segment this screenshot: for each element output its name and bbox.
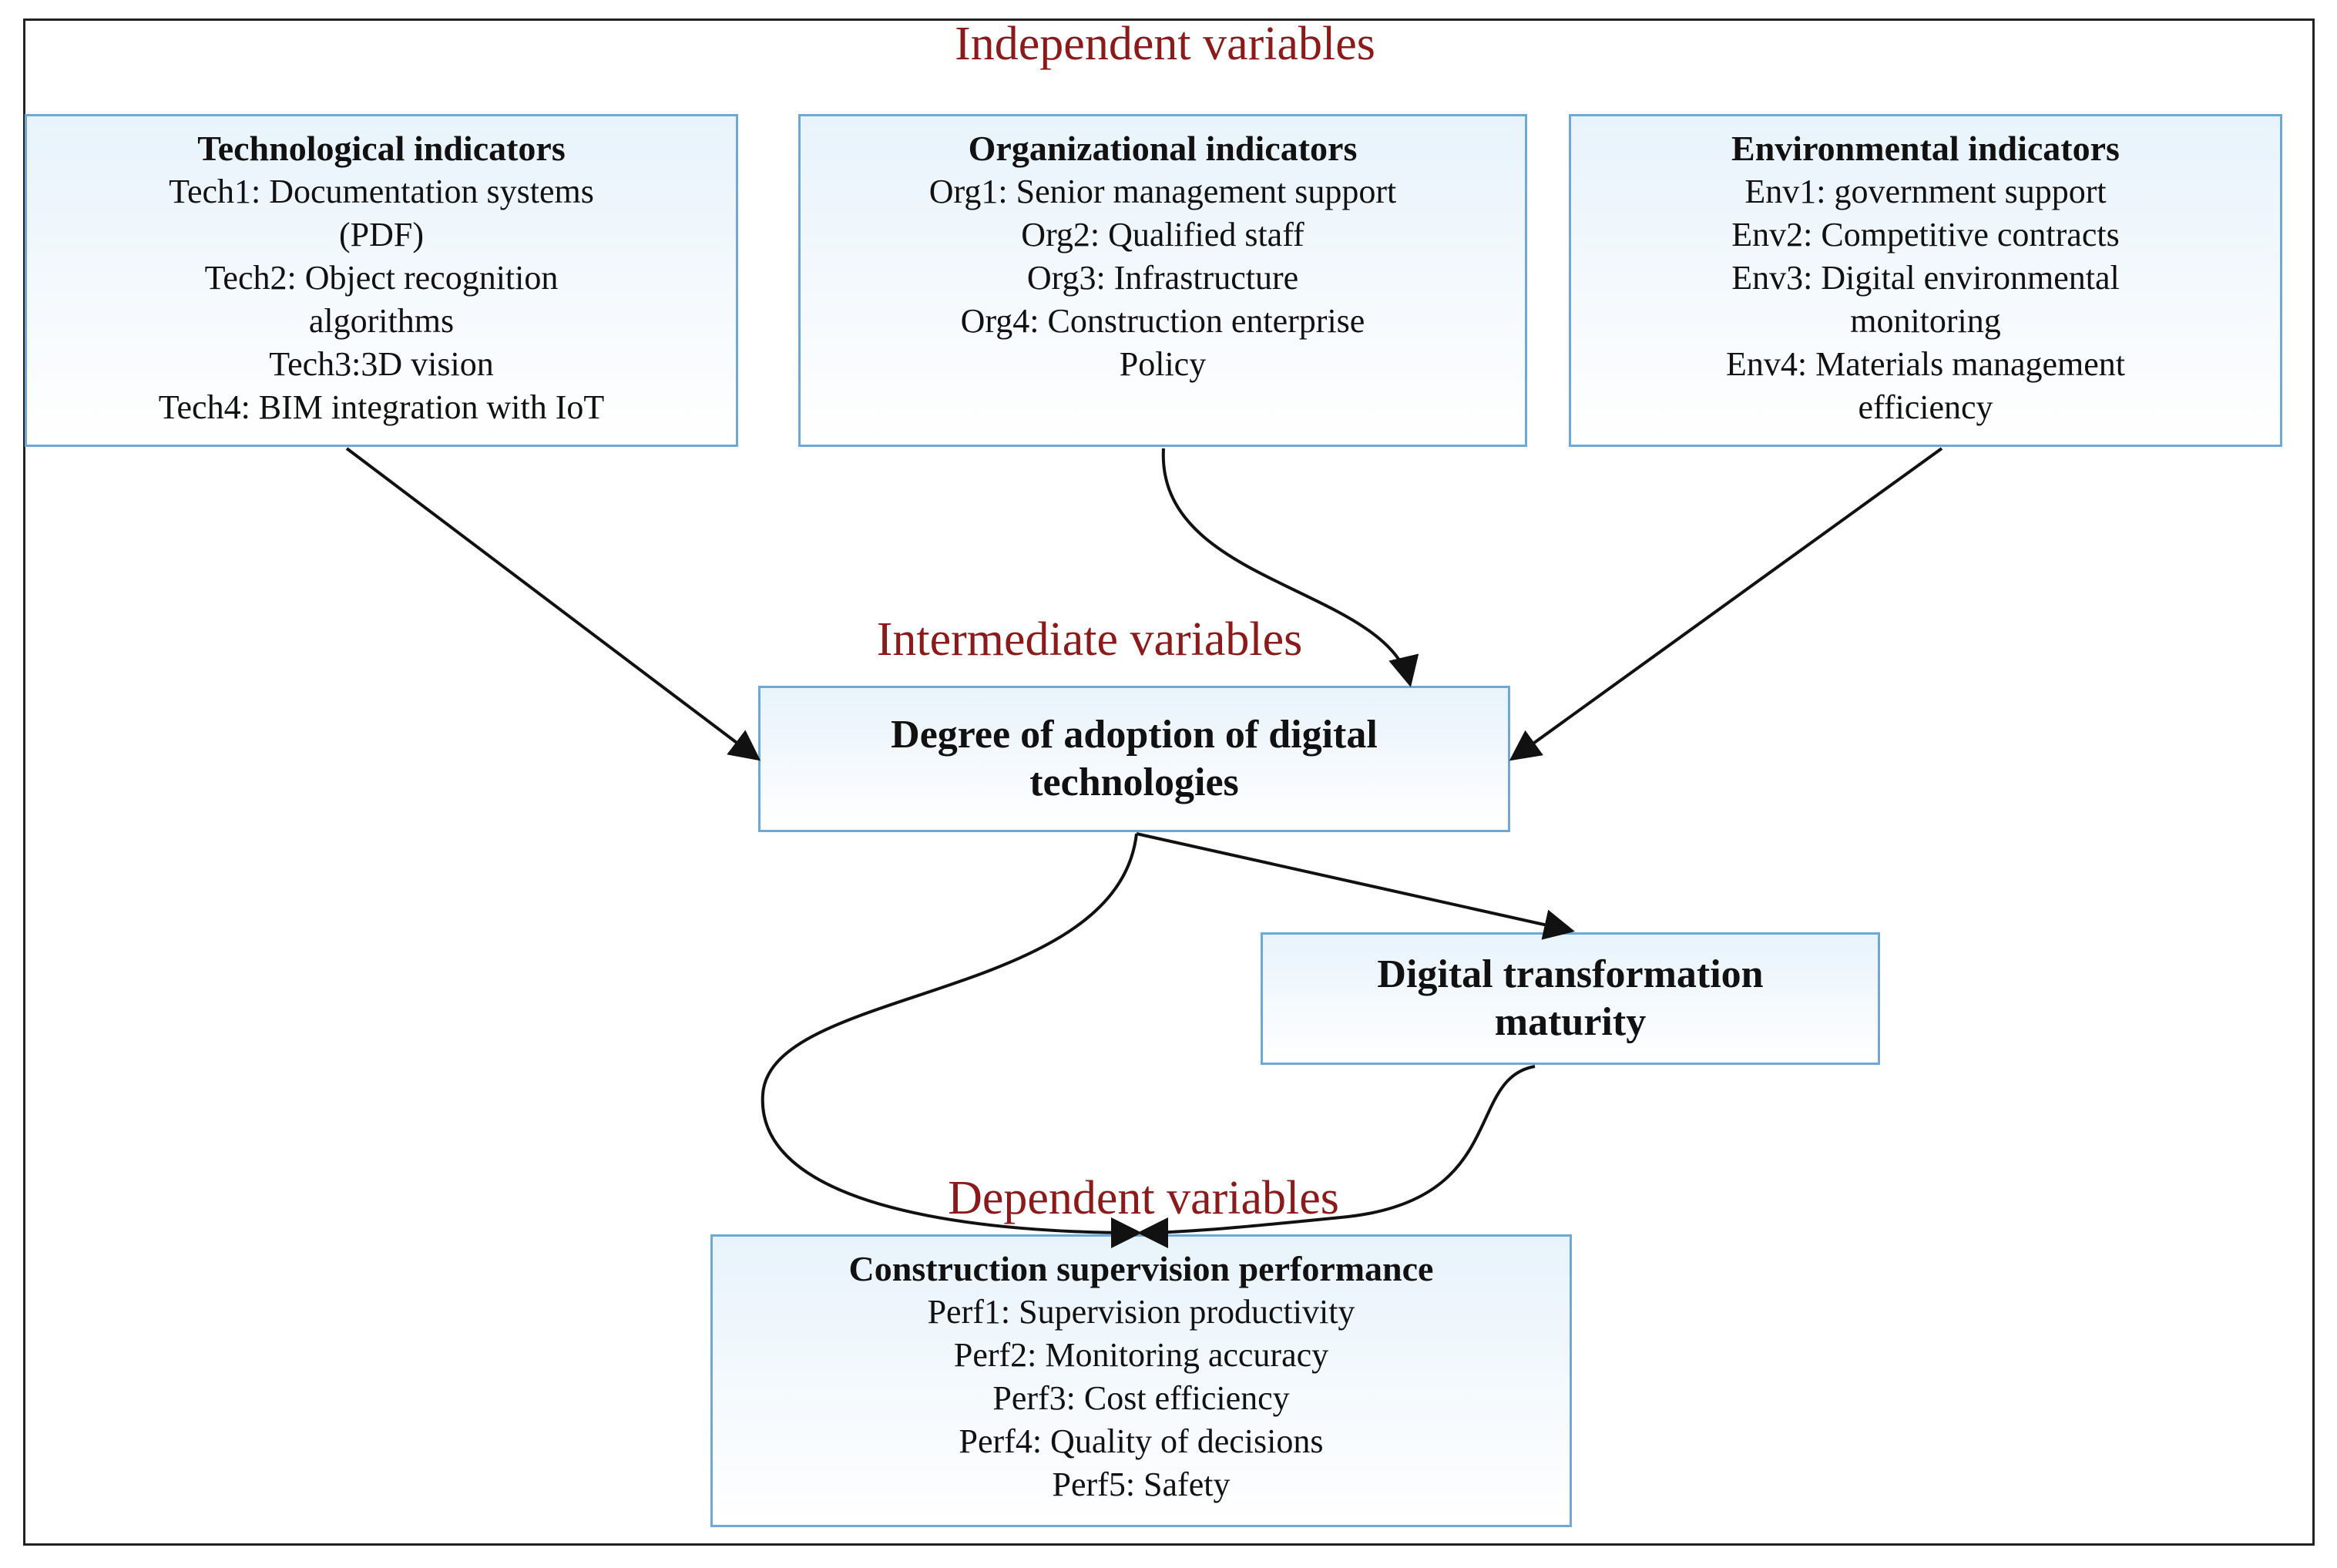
technological-indicators-title: Technological indicators	[197, 129, 566, 168]
arrow-tech-to-adoption	[345, 447, 761, 761]
arrow-adoption-to-maturity	[1136, 832, 1575, 940]
env3-line-cont: monitoring	[1850, 302, 2001, 340]
org4-line-cont: Policy	[1119, 345, 1207, 383]
organizational-indicators-box: Organizational indicators Org1: Senior m…	[798, 114, 1527, 447]
env4-line: Env4: Materials management	[1725, 345, 2126, 383]
env4-line-cont: efficiency	[1858, 388, 1993, 426]
arrow-adoption-to-performance	[761, 833, 1142, 1248]
tech1-line-cont: (PDF)	[338, 216, 425, 253]
env2-line: Env2: Competitive contracts	[1731, 216, 2120, 253]
diagram-frame	[23, 18, 2315, 1546]
tech1-line: Tech1: Documentation systems	[169, 173, 594, 210]
environmental-indicators-title: Environmental indicators	[1731, 129, 2120, 168]
tech3-line: Tech3:3D vision	[269, 345, 494, 383]
tech2-line-cont: algorithms	[308, 302, 455, 340]
org4-line: Org4: Construction enterprise	[960, 302, 1365, 340]
tech4-line: Tech4: BIM integration with IoT	[158, 388, 605, 426]
transformation-maturity-title: Digital transformation maturity	[1377, 952, 1764, 1044]
perf2-line: Perf2: Monitoring accuracy	[953, 1336, 1329, 1374]
supervision-performance-box: Construction supervision performance Per…	[710, 1234, 1572, 1527]
perf4-line: Perf4: Quality of decisions	[959, 1422, 1324, 1460]
organizational-indicators-title: Organizational indicators	[968, 129, 1358, 168]
org1-line: Org1: Senior management support	[928, 173, 1397, 210]
adoption-degree-box: Degree of adoption of digital technologi…	[758, 686, 1510, 832]
env3-line: Env3: Digital environmental	[1731, 259, 2120, 297]
technological-indicators-box: Technological indicators Tech1: Document…	[25, 114, 738, 447]
org2-line: Org2: Qualified staff	[1021, 216, 1304, 253]
supervision-performance-title: Construction supervision performance	[848, 1249, 1434, 1288]
env1-line: Env1: government support	[1744, 173, 2107, 210]
tech2-line: Tech2: Object recognition	[204, 259, 559, 297]
perf3-line: Perf3: Cost efficiency	[992, 1379, 1290, 1417]
adoption-degree-title: Degree of adoption of digital technologi…	[891, 713, 1378, 804]
perf1-line: Perf1: Supervision productivity	[927, 1293, 1355, 1331]
environmental-indicators-box: Environmental indicators Env1: governmen…	[1569, 114, 2282, 447]
dependent-variables-label: Dependent variables	[948, 1172, 1339, 1224]
perf5-line: Perf5: Safety	[1052, 1466, 1231, 1503]
org3-line: Org3: Infrastructure	[1026, 259, 1299, 297]
arrow-env-to-adoption	[1509, 447, 1943, 761]
intermediate-variables-label: Intermediate variables	[876, 613, 1303, 666]
independent-variables-label: Independent variables	[955, 18, 1375, 70]
transformation-maturity-box: Digital transformation maturity	[1261, 932, 1880, 1065]
arrow-maturity-to-performance	[1137, 1065, 1536, 1248]
arrow-org-to-adoption	[1161, 448, 1419, 687]
